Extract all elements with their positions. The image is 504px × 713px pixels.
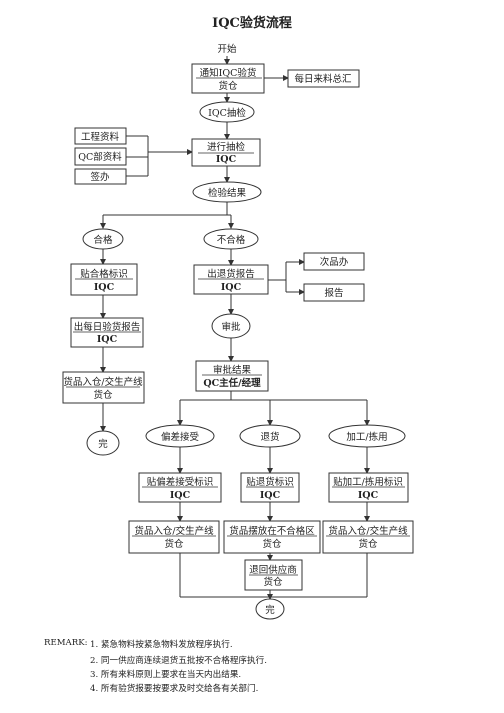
return-report-label-1: 出退货报告 (207, 268, 255, 280)
notify-label-2: 货仓 (218, 80, 238, 92)
return-report-box (193, 264, 269, 295)
dev-store-label-1: 货品入仓/交生产线 (134, 525, 214, 537)
approval-result-label-2: QC主任/经理 (203, 377, 261, 389)
notify-box (191, 63, 265, 94)
return-supplier-label-2: 货仓 (263, 576, 283, 588)
rw-store-box (322, 520, 414, 554)
remark-label: REMARK: (44, 638, 88, 648)
end-node-2 (255, 598, 285, 620)
rw-tag-label-2: IQC (358, 490, 379, 501)
qc-docs-label: QC部资料 (78, 151, 122, 163)
ret-tag-label-1: 贴退货标识 (246, 476, 294, 488)
ret-label-box (240, 472, 300, 503)
remark-item-1: 1. 紧急物料按紧急物料发放程序执行. (90, 640, 233, 650)
end-label-2: 完 (265, 604, 275, 616)
eng-docs-label: 工程资料 (81, 131, 120, 143)
dev-label-box (138, 472, 222, 503)
remark-item-2: 2. 同一供应商连续退货五批按不合格程序执行. (90, 656, 267, 666)
defect-office-label: 次品办 (320, 256, 349, 268)
remark-item-3: 3. 所有来料原则上要求在当天内出结果. (90, 670, 242, 680)
daily-report-box (70, 317, 144, 348)
iqc-sampling-node (199, 101, 255, 123)
return-node (239, 424, 301, 448)
daily-report-label-1: 出每日验货报告 (74, 321, 141, 333)
approval-result-box (195, 360, 269, 392)
rw-tag-label-1: 贴加工/拣用标识 (333, 476, 403, 488)
connectors (100, 56, 370, 600)
qc-docs-box (74, 147, 127, 166)
iqc-sampling-label: IQC抽检 (208, 107, 246, 119)
daily-report-label-2: IQC (97, 334, 118, 345)
ret-tag-label-2: IQC (260, 490, 281, 501)
dev-tag-label-2: IQC (170, 490, 191, 501)
return-supplier-label-1: 退回供应商 (249, 564, 297, 576)
dev-store-box (128, 520, 220, 554)
daily-summary-box (287, 69, 360, 88)
approval-result-label-1: 审批结果 (213, 364, 252, 376)
fail-label: 不合格 (217, 234, 246, 246)
rework-label: 加工/拣用 (346, 431, 387, 443)
do-check-box (191, 138, 261, 167)
fail-node (203, 228, 259, 250)
rw-store-label-1: 货品入仓/交生产线 (328, 525, 408, 537)
defect-office-box (303, 252, 365, 271)
approve-label: 审批 (221, 321, 241, 333)
start-label: 开始 (217, 43, 237, 55)
rework-node (328, 424, 406, 448)
do-check-label-1: 进行抽检 (207, 141, 246, 153)
sample-box (74, 168, 127, 185)
deviation-node (145, 424, 215, 448)
dev-store-label-2: 货仓 (164, 538, 184, 550)
eng-docs-box (74, 127, 127, 145)
pass-label: 合格 (93, 234, 113, 246)
dev-tag-label-1: 贴偏差接受标识 (147, 476, 214, 488)
pass-store-box (62, 371, 145, 404)
pass-tag-label-2: IQC (94, 282, 115, 293)
notify-label-1: 通知IQC验货 (200, 67, 257, 79)
pass-tag-label-1: 贴合格标识 (80, 268, 128, 280)
result-label: 检验结果 (208, 187, 247, 199)
return-report-label-2: IQC (221, 282, 242, 293)
do-check-label-2: IQC (216, 154, 237, 165)
result-node (192, 181, 262, 203)
sample-label: 签办 (90, 171, 110, 183)
daily-summary-label: 每日来料总汇 (294, 73, 352, 85)
report-box (303, 283, 365, 302)
rw-label-box (328, 472, 409, 503)
pass-store-label-1: 货品入仓/交生产线 (63, 376, 143, 388)
ret-store-box (223, 520, 321, 554)
pass-node (82, 228, 124, 250)
approve-node (211, 313, 251, 339)
pass-store-label-2: 货仓 (93, 389, 113, 401)
page-title: IQC验货流程 (212, 16, 292, 31)
rw-store-label-2: 货仓 (358, 538, 378, 550)
end-node-1 (86, 430, 120, 456)
pass-label-box (70, 263, 138, 296)
ret-store-label-2: 货仓 (262, 538, 282, 550)
report-label: 报告 (324, 287, 343, 299)
ret-store-label-1: 货品摆放在不合格区 (229, 525, 315, 537)
remark-item-4: 4. 所有验货报要按要求及时交给各有关部门. (90, 684, 259, 694)
deviation-label: 偏差接受 (161, 431, 199, 443)
return-goods-label: 退货 (260, 431, 279, 443)
end-label-1: 完 (98, 438, 108, 450)
